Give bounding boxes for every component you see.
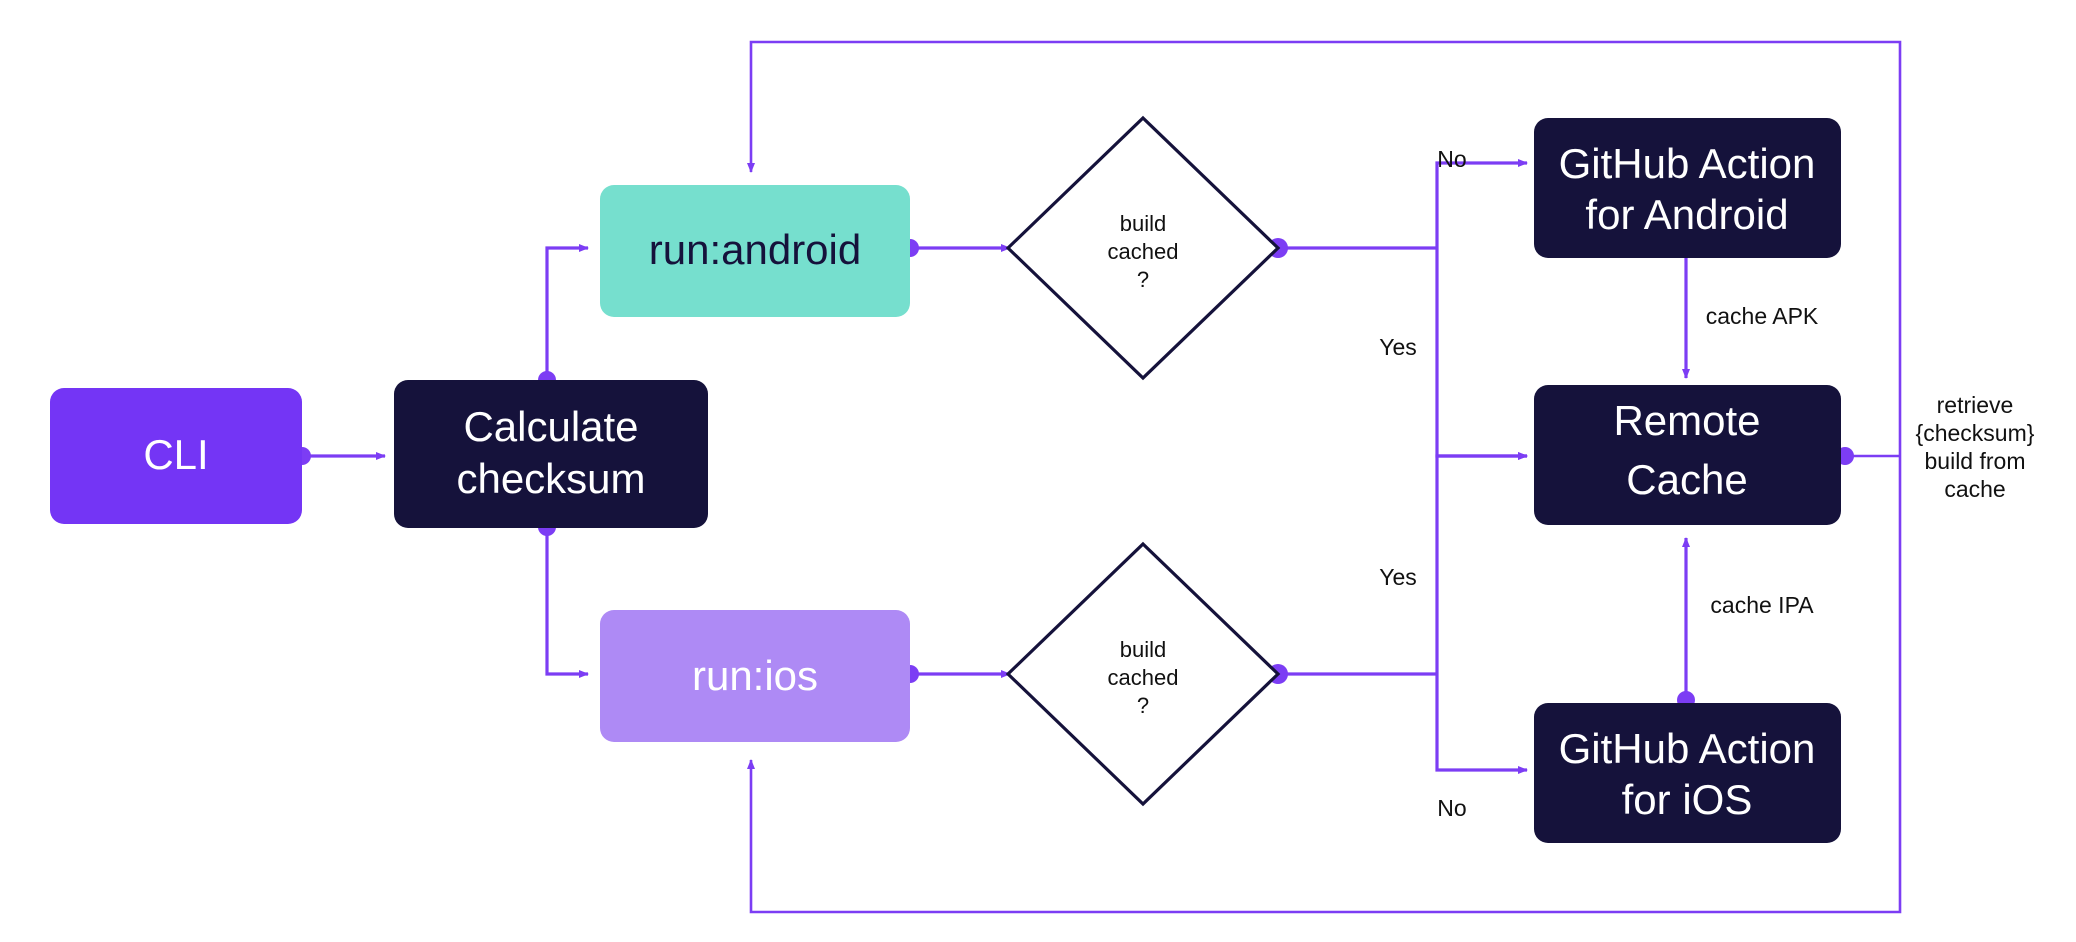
node-remote-cache-line1: Remote bbox=[1613, 397, 1760, 444]
node-calculate-checksum-label-line2: checksum bbox=[456, 455, 645, 502]
edge-return-loop-android bbox=[747, 40, 1902, 456]
node-cli[interactable]: CLI bbox=[50, 388, 302, 524]
edge-checksum-to-run-ios bbox=[538, 518, 589, 678]
node-github-action-ios-line1: GitHub Action bbox=[1559, 725, 1816, 772]
node-github-action-android-line2: for Android bbox=[1585, 191, 1788, 238]
edge-run-ios-to-decision bbox=[901, 665, 1011, 683]
edge-label-android-no: No bbox=[1437, 146, 1466, 172]
edge-gha-ios-to-remote-cache bbox=[1677, 537, 1695, 709]
node-github-action-ios-line2: for iOS bbox=[1622, 776, 1753, 823]
node-remote-cache[interactable]: Remote Cache bbox=[1534, 385, 1841, 525]
node-github-action-ios[interactable]: GitHub Action for iOS bbox=[1534, 703, 1841, 843]
edge-cli-to-calculate-checksum bbox=[293, 447, 386, 465]
edge-decision-ios-out bbox=[1268, 664, 1437, 684]
node-calculate-checksum-label-line1: Calculate bbox=[463, 403, 638, 450]
edge-label-cache-apk: cache APK bbox=[1706, 303, 1819, 329]
node-cli-label: CLI bbox=[143, 431, 208, 478]
edge-android-no-to-gha-android bbox=[1435, 159, 1528, 248]
edge-label-ios-no: No bbox=[1437, 795, 1466, 821]
node-decision-ios-line1: build bbox=[1120, 637, 1166, 662]
edge-ios-yes-to-remote-cache bbox=[1435, 452, 1528, 674]
side-note-line2: {checksum} bbox=[1916, 420, 2035, 446]
node-remote-cache-line2: Cache bbox=[1626, 456, 1747, 503]
side-note-line4: cache bbox=[1944, 476, 2005, 502]
node-run-ios-label: run:ios bbox=[692, 652, 818, 699]
side-note-retrieve-build: retrieve {checksum} build from cache bbox=[1916, 392, 2035, 502]
edge-label-cache-ipa: cache IPA bbox=[1710, 592, 1814, 618]
node-run-ios[interactable]: run:ios bbox=[600, 610, 910, 742]
edge-run-android-to-decision bbox=[901, 239, 1011, 257]
node-decision-android-line2: cached bbox=[1108, 239, 1179, 264]
edge-ios-no-to-gha-ios bbox=[1435, 674, 1528, 774]
node-decision-ios-line2: cached bbox=[1108, 665, 1179, 690]
node-decision-android[interactable]: build cached ? bbox=[1005, 115, 1281, 381]
edge-remote-cache-to-return-bus bbox=[1836, 447, 1900, 465]
edge-gha-android-to-remote-cache bbox=[1677, 239, 1695, 379]
edge-checksum-to-run-android bbox=[538, 244, 589, 389]
node-decision-ios-line3: ? bbox=[1137, 693, 1149, 718]
node-decision-android-line1: build bbox=[1120, 211, 1166, 236]
side-note-line3: build from bbox=[1925, 448, 2026, 474]
edge-return-loop-ios bbox=[747, 456, 1902, 914]
edge-decision-android-out bbox=[1268, 238, 1437, 258]
node-decision-android-line3: ? bbox=[1137, 267, 1149, 292]
edge-label-android-yes: Yes bbox=[1379, 334, 1417, 360]
node-github-action-android-line1: GitHub Action bbox=[1559, 140, 1816, 187]
node-github-action-android[interactable]: GitHub Action for Android bbox=[1534, 118, 1841, 258]
node-run-android-label: run:android bbox=[649, 226, 861, 273]
edge-label-ios-yes: Yes bbox=[1379, 564, 1417, 590]
edge-android-yes-to-remote-cache bbox=[1435, 248, 1528, 460]
node-decision-ios[interactable]: build cached ? bbox=[1005, 541, 1281, 807]
node-calculate-checksum[interactable]: Calculate checksum bbox=[394, 380, 708, 528]
node-run-android[interactable]: run:android bbox=[600, 185, 910, 317]
side-note-line1: retrieve bbox=[1937, 392, 2014, 418]
